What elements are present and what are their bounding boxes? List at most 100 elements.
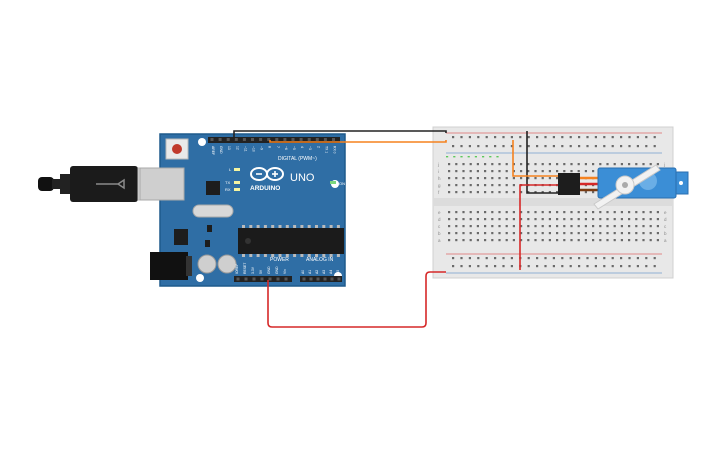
breadboard-hole[interactable] (599, 211, 602, 214)
breadboard-hole[interactable] (556, 239, 559, 242)
breadboard-hole[interactable] (512, 211, 515, 214)
breadboard-hole[interactable] (620, 163, 623, 166)
analog-pin[interactable] (302, 277, 306, 281)
breadboard-hole[interactable] (520, 225, 523, 228)
breadboard-hole[interactable] (628, 136, 631, 139)
breadboard-hole[interactable] (603, 257, 606, 260)
breadboard-hole[interactable] (556, 225, 559, 228)
analog-pin[interactable] (309, 277, 313, 281)
breadboard-hole[interactable] (569, 145, 572, 148)
breadboard-hole[interactable] (448, 184, 451, 187)
breadboard-hole[interactable] (469, 218, 472, 221)
breadboard-hole[interactable] (455, 170, 458, 173)
breadboard-hole[interactable] (510, 136, 513, 139)
breadboard-hole[interactable] (452, 136, 455, 139)
breadboard-hole[interactable] (645, 136, 648, 139)
breadboard-hole[interactable] (512, 184, 515, 187)
breadboard-hole[interactable] (563, 225, 566, 228)
breadboard-hole[interactable] (541, 163, 544, 166)
breadboard-hole[interactable] (468, 257, 471, 260)
breadboard-hole[interactable] (613, 232, 616, 235)
breadboard-hole[interactable] (548, 211, 551, 214)
breadboard-hole[interactable] (455, 211, 458, 214)
breadboard-hole[interactable] (452, 257, 455, 260)
servo-motor[interactable] (558, 164, 689, 210)
breadboard-hole[interactable] (628, 257, 631, 260)
breadboard-hole[interactable] (520, 163, 523, 166)
breadboard-hole[interactable] (455, 184, 458, 187)
breadboard-hole[interactable] (611, 136, 614, 139)
breadboard-hole[interactable] (512, 170, 515, 173)
breadboard-hole[interactable] (613, 163, 616, 166)
breadboard-hole[interactable] (642, 225, 645, 228)
breadboard-hole[interactable] (455, 163, 458, 166)
breadboard-hole[interactable] (613, 239, 616, 242)
breadboard-hole[interactable] (502, 136, 505, 139)
digital-pin[interactable] (291, 138, 295, 141)
analog-pin[interactable] (330, 277, 334, 281)
breadboard-hole[interactable] (448, 232, 451, 235)
breadboard-hole[interactable] (544, 136, 547, 139)
breadboard-hole[interactable] (505, 191, 508, 194)
breadboard-hole[interactable] (642, 218, 645, 221)
power-pin[interactable] (236, 277, 240, 281)
breadboard-hole[interactable] (577, 163, 580, 166)
breadboard-hole[interactable] (527, 163, 530, 166)
breadboard-hole[interactable] (494, 265, 497, 268)
breadboard-hole[interactable] (552, 145, 555, 148)
breadboard-hole[interactable] (536, 145, 539, 148)
breadboard-hole[interactable] (592, 239, 595, 242)
breadboard-hole[interactable] (656, 225, 659, 228)
breadboard-hole[interactable] (455, 218, 458, 221)
breadboard-hole[interactable] (448, 239, 451, 242)
breadboard-hole[interactable] (611, 257, 614, 260)
reset-button[interactable] (165, 138, 189, 160)
breadboard-hole[interactable] (484, 211, 487, 214)
breadboard-hole[interactable] (544, 145, 547, 148)
breadboard-hole[interactable] (642, 163, 645, 166)
breadboard-hole[interactable] (544, 257, 547, 260)
breadboard-hole[interactable] (448, 177, 451, 180)
breadboard-hole[interactable] (635, 239, 638, 242)
breadboard-hole[interactable] (455, 239, 458, 242)
digital-pin[interactable] (299, 138, 303, 141)
breadboard-hole[interactable] (491, 184, 494, 187)
breadboard-hole[interactable] (635, 218, 638, 221)
breadboard-hole[interactable] (541, 211, 544, 214)
breadboard-hole[interactable] (594, 136, 597, 139)
breadboard-hole[interactable] (577, 232, 580, 235)
breadboard-hole[interactable] (462, 163, 465, 166)
breadboard-hole[interactable] (620, 145, 623, 148)
breadboard-hole[interactable] (534, 170, 537, 173)
breadboard-hole[interactable] (484, 191, 487, 194)
breadboard-hole[interactable] (656, 218, 659, 221)
breadboard-hole[interactable] (577, 211, 580, 214)
breadboard-hole[interactable] (491, 191, 494, 194)
breadboard-hole[interactable] (448, 191, 451, 194)
breadboard-hole[interactable] (510, 265, 513, 268)
breadboard-hole[interactable] (584, 163, 587, 166)
breadboard-hole[interactable] (477, 265, 480, 268)
breadboard-hole[interactable] (520, 218, 523, 221)
breadboard-hole[interactable] (520, 191, 523, 194)
breadboard-hole[interactable] (649, 211, 652, 214)
breadboard-hole[interactable] (476, 218, 479, 221)
breadboard-hole[interactable] (527, 257, 530, 260)
breadboard-hole[interactable] (556, 232, 559, 235)
breadboard-hole[interactable] (620, 257, 623, 260)
breadboard-hole[interactable] (498, 232, 501, 235)
breadboard-hole[interactable] (636, 265, 639, 268)
breadboard-hole[interactable] (448, 225, 451, 228)
breadboard-hole[interactable] (636, 257, 639, 260)
digital-pin[interactable] (315, 138, 319, 141)
breadboard-hole[interactable] (519, 145, 522, 148)
breadboard-hole[interactable] (505, 218, 508, 221)
breadboard-hole[interactable] (510, 257, 513, 260)
breadboard-hole[interactable] (563, 163, 566, 166)
breadboard-hole[interactable] (577, 239, 580, 242)
breadboard-hole[interactable] (512, 232, 515, 235)
breadboard-hole[interactable] (613, 218, 616, 221)
digital-pin[interactable] (332, 138, 335, 141)
breadboard-hole[interactable] (505, 239, 508, 242)
breadboard-hole[interactable] (476, 177, 479, 180)
